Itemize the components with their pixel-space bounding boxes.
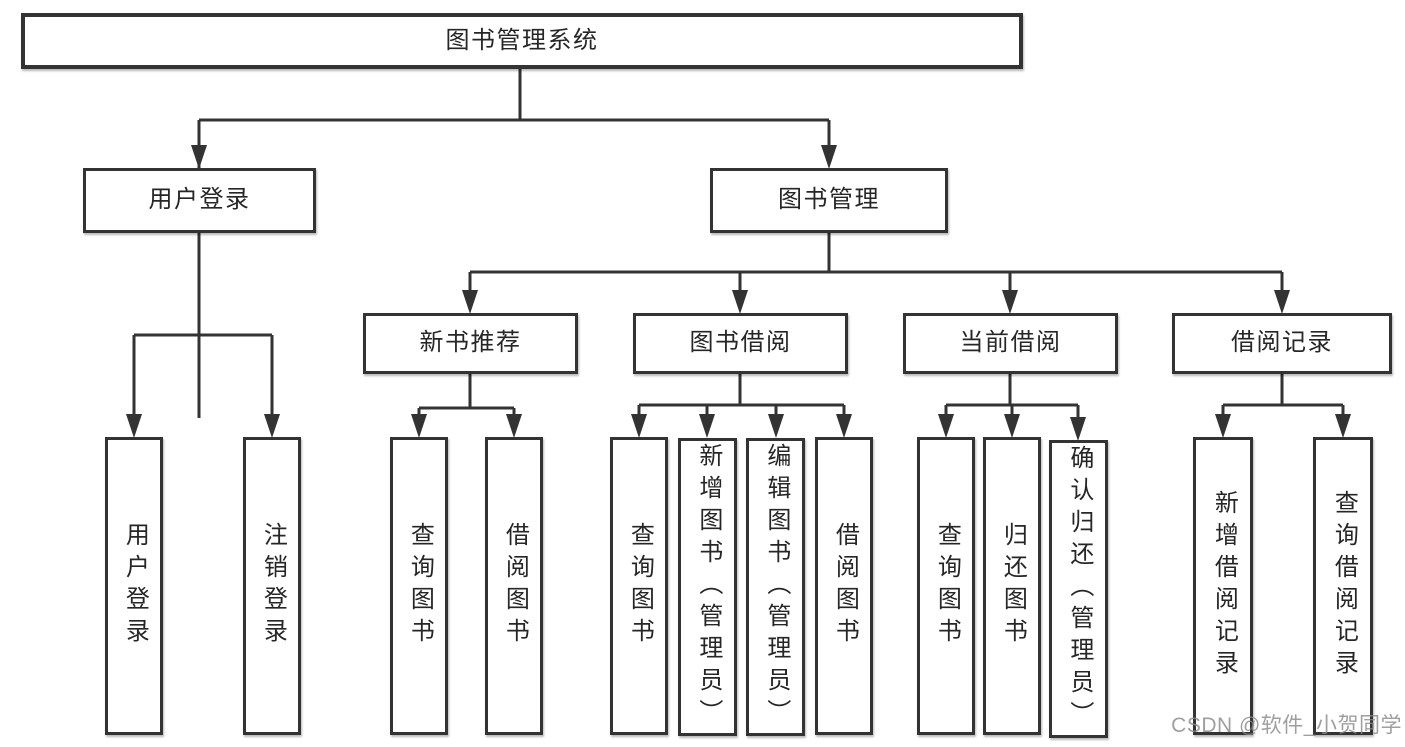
connector-user-login-branch: [132, 233, 274, 418]
node-book-management: 图书管理: [710, 168, 948, 233]
watermark-csdn: CSDN @软件_小贺同学: [1171, 714, 1402, 737]
arrowheads: [126, 145, 1351, 441]
arrowhead: [938, 414, 954, 438]
node-user-login: 用户登录: [83, 168, 316, 233]
leaf-query-books-borrow: 查询图书: [610, 437, 668, 735]
leaf-query-borrow-record: 查询借阅记录: [1313, 437, 1373, 735]
arrowhead: [1335, 414, 1351, 438]
node-new-book-recommendation: 新书推荐: [363, 313, 578, 374]
leaf-user-login: 用户登录: [105, 437, 163, 735]
leaf-add-borrow-record: 新增借阅记录: [1193, 437, 1253, 735]
leaf-add-book-admin: 新增图书（管理员）: [678, 438, 737, 736]
node-current-borrowing: 当前借阅: [903, 313, 1118, 374]
arrowhead: [1004, 414, 1020, 438]
arrowhead: [1070, 417, 1086, 441]
arrowhead: [768, 414, 784, 438]
leaf-edit-book-admin: 编辑图书（管理员）: [746, 438, 805, 736]
connector-book-management-branch: [468, 233, 1284, 295]
arrowhead: [411, 414, 427, 438]
leaf-confirm-return-admin: 确认归还（管理员）: [1049, 440, 1108, 738]
leaf-return-books: 归还图书: [983, 437, 1041, 735]
node-borrowing-records: 借阅记录: [1172, 313, 1392, 374]
connector-records-branch: [1221, 374, 1345, 418]
arrowhead: [631, 414, 647, 438]
leaf-query-books-current: 查询图书: [917, 437, 975, 735]
connector-lines: [132, 69, 1345, 421]
connector-current-branch: [944, 374, 1080, 421]
leaf-borrow-books-borrow: 借阅图书: [815, 437, 873, 735]
arrowhead: [1274, 290, 1290, 314]
connector-root-to-level2: [197, 69, 831, 418]
arrowhead: [506, 414, 522, 438]
arrowhead: [821, 145, 837, 169]
arrowhead: [1002, 290, 1018, 314]
arrowhead: [1215, 414, 1231, 438]
connector-borrow-branch: [637, 374, 846, 418]
arrowhead: [836, 414, 852, 438]
node-book-borrowing: 图书借阅: [633, 313, 848, 374]
arrowhead: [732, 290, 748, 314]
arrowhead: [126, 414, 142, 438]
leaf-query-books-recommend: 查询图书: [390, 437, 448, 735]
leaf-borrow-books-recommend: 借阅图书: [485, 437, 543, 735]
arrowhead: [462, 290, 478, 314]
connector-recommend-branch: [417, 374, 516, 418]
arrowhead: [264, 414, 280, 438]
leaf-logout: 注销登录: [243, 437, 301, 735]
arrowhead: [699, 414, 715, 438]
node-library-management-system: 图书管理系统: [21, 13, 1023, 69]
arrowhead: [191, 145, 207, 169]
